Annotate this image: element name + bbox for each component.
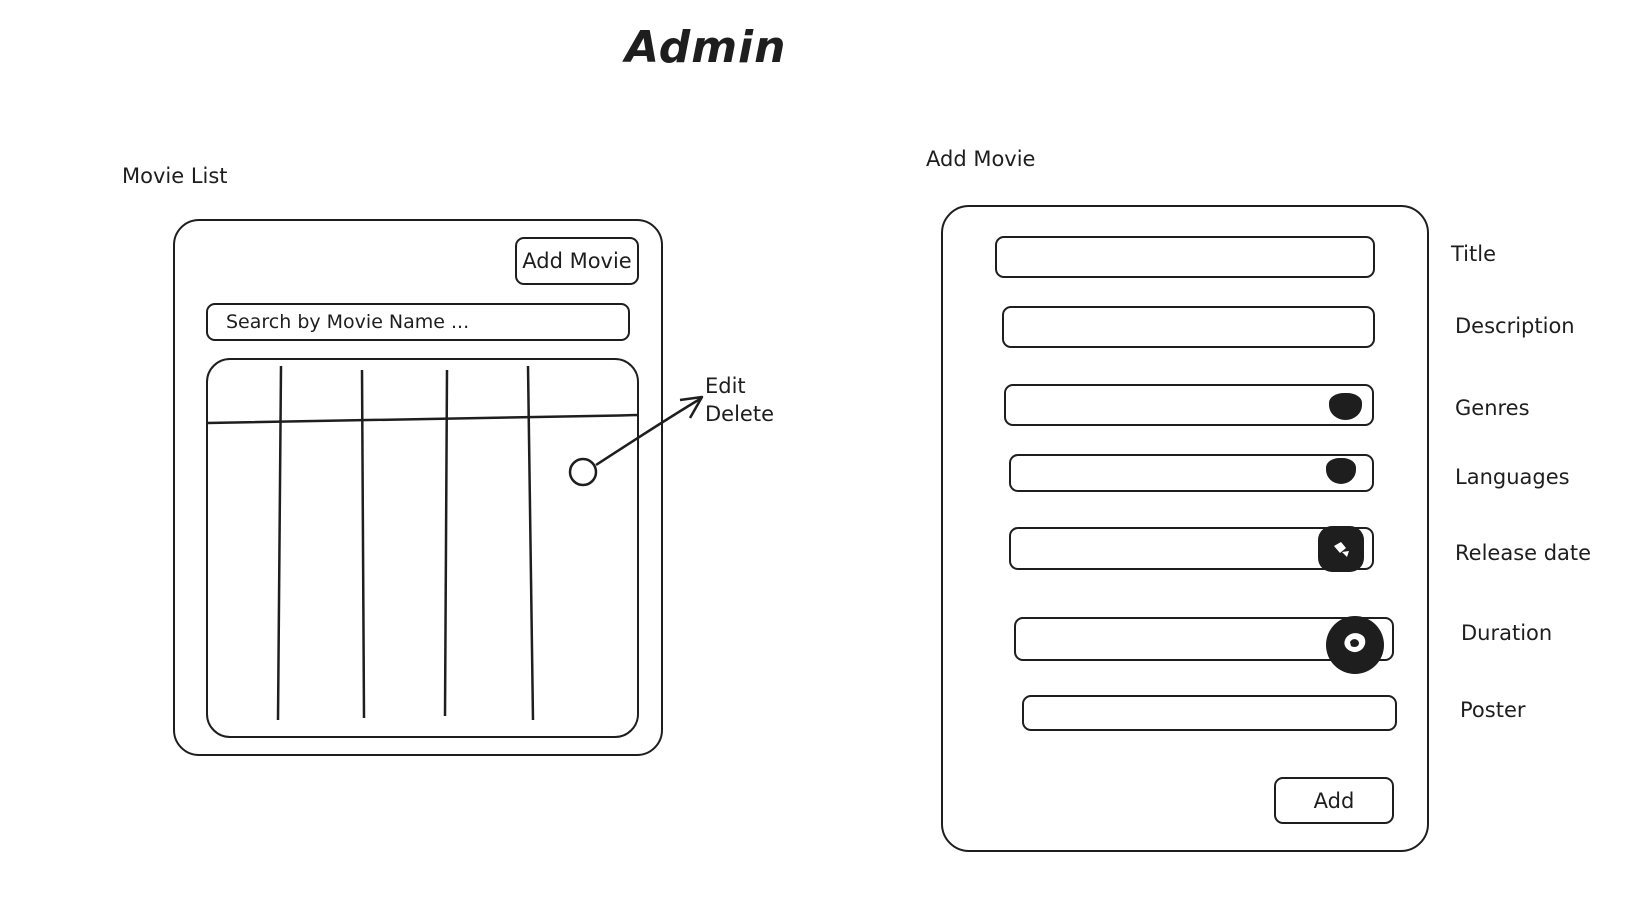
add-movie-heading: Add Movie xyxy=(926,147,1036,171)
arrow-head-icon xyxy=(679,395,704,419)
languages-dropdown-icon[interactable] xyxy=(1326,458,1356,484)
clock-glyph xyxy=(1344,633,1366,653)
delete-action-label: Delete xyxy=(705,402,774,426)
clock-icon[interactable] xyxy=(1326,616,1384,674)
add-submit-button[interactable]: Add xyxy=(1274,777,1394,824)
table-column-divider xyxy=(276,365,283,721)
add-movie-form-panel xyxy=(941,205,1429,852)
genres-dropdown-icon[interactable] xyxy=(1329,393,1362,420)
table-column-divider xyxy=(526,365,535,721)
table-column-divider xyxy=(360,369,366,719)
description-field-label: Description xyxy=(1455,314,1575,338)
genres-select[interactable] xyxy=(1004,384,1374,426)
movie-list-panel xyxy=(173,219,663,756)
genres-field-label: Genres xyxy=(1455,396,1530,420)
poster-input[interactable] xyxy=(1022,695,1397,731)
calendar-glyph xyxy=(1334,542,1349,557)
edit-action-label: Edit xyxy=(705,374,746,398)
table-column-divider xyxy=(443,369,449,717)
row-action-circle-icon[interactable] xyxy=(568,457,598,487)
calendar-icon[interactable] xyxy=(1318,526,1364,572)
title-field-label: Title xyxy=(1451,242,1497,266)
page-title: Admin xyxy=(625,22,787,73)
movie-search-input[interactable] xyxy=(206,303,630,341)
duration-field-label: Duration xyxy=(1461,621,1553,645)
release-date-field-label: Release date xyxy=(1455,541,1592,565)
title-input[interactable] xyxy=(995,236,1375,278)
languages-field-label: Languages xyxy=(1455,465,1570,489)
movie-table xyxy=(206,358,639,738)
row-action-note: Edit Delete xyxy=(705,372,774,428)
movie-list-heading: Movie List xyxy=(122,164,228,188)
poster-field-label: Poster xyxy=(1460,698,1526,722)
add-movie-button[interactable]: Add Movie xyxy=(515,237,639,285)
row-action-arrow xyxy=(595,397,701,467)
release-date-input[interactable] xyxy=(1009,527,1374,570)
languages-select[interactable] xyxy=(1009,454,1374,492)
description-input[interactable] xyxy=(1002,306,1375,348)
table-header-divider xyxy=(206,413,639,425)
